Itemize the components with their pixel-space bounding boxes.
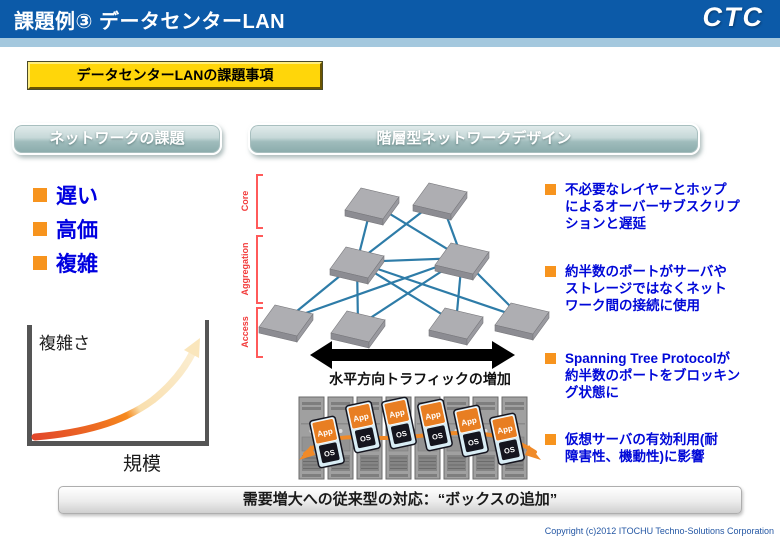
bullet-square-icon [545, 184, 556, 195]
app-label: App [388, 408, 405, 420]
arrow-caption: 水平方向トラフィックの増加 [329, 371, 511, 387]
wave-arrowhead-left-icon [299, 445, 315, 460]
conclusion-banner: 需要増大への従来型の対応：“ボックスの追加” [58, 486, 742, 514]
os-label: OS [395, 429, 407, 440]
chart-y-label: 複雑さ [39, 334, 90, 353]
core-switch-icon [344, 187, 400, 226]
vm-card: App OS [452, 404, 490, 458]
network-links [285, 197, 523, 327]
list-item: 約半数のポートがサーバや ストレージではなくネット ワーク間の接続に使用 [545, 263, 777, 314]
list-item: Spanning Tree Protocolが 約半数のポートをブロッキン グ状… [545, 350, 777, 401]
app-label: App [352, 412, 369, 424]
horizontal-traffic-arrow-icon [310, 341, 515, 369]
os-label: OS [431, 431, 443, 442]
bullet-text: 仮想サーバの有効利用(耐 障害性、機動性)に影響 [565, 432, 718, 464]
list-item: 複雑 [33, 248, 98, 278]
copyright-text: Copyright (c)2012 ITOCHU Techno-Solution… [544, 526, 774, 536]
os-label: OS [467, 437, 479, 448]
bullet-label: 遅い [56, 185, 98, 208]
topic-banner: データセンターLANの課題事項 [28, 62, 322, 89]
access-bracket [256, 307, 263, 358]
curve-arrowhead-icon [184, 338, 200, 358]
ctc-logo: CTC [702, 2, 764, 32]
bullet-label: 複雑 [56, 253, 98, 276]
bullet-square-icon [33, 188, 47, 202]
access-switch-icon [330, 310, 386, 349]
page-title: 課題例③ データセンターLAN [14, 11, 286, 33]
vm-card: App OS [308, 415, 346, 469]
os-label: OS [323, 448, 335, 459]
app-label: App [316, 427, 333, 439]
app-label: App [460, 416, 477, 428]
bullet-square-icon [545, 353, 556, 364]
aggregation-bracket [256, 235, 263, 304]
os-label: OS [503, 445, 515, 456]
bullet-square-icon [33, 222, 47, 236]
vm-card: App OS [488, 412, 526, 466]
bullet-text: 約半数のポートがサーバや ストレージではなくネット ワーク間の接続に使用 [565, 264, 727, 313]
layer-label-access: Access [240, 316, 250, 348]
y-axis [27, 325, 32, 446]
right-border [205, 320, 209, 446]
list-item: 仮想サーバの有効利用(耐 障害性、機動性)に影響 [545, 431, 777, 465]
bullet-text: 不必要なレイヤーとホップ によるオーバーサブスクリプ ションと遅延 [565, 182, 740, 231]
header-accent-strip [0, 38, 780, 47]
layer-label-core: Core [240, 191, 250, 212]
right-panel-header: 階層型ネットワークデザイン [248, 123, 700, 155]
server-racks: App OS App OS App OS App OS App OS App O… [298, 396, 541, 480]
app-label: App [424, 410, 441, 422]
app-label: App [496, 424, 513, 436]
list-item: 遅い [33, 180, 98, 210]
list-item: 不必要なレイヤーとホップ によるオーバーサブスクリプ ションと遅延 [545, 181, 777, 232]
os-label: OS [359, 433, 371, 444]
complexity-chart: 複雑さ 規模 [27, 320, 209, 475]
complexity-curve [31, 348, 197, 441]
core-switch-icon [412, 182, 468, 221]
title-bar: 課題例③ データセンターLAN CTC [0, 0, 780, 38]
bullet-square-icon [545, 266, 556, 277]
wave-arrowhead-right-icon [525, 445, 541, 460]
list-item: 高価 [33, 214, 98, 244]
bullet-text: Spanning Tree Protocolが 約半数のポートをブロッキン グ状… [565, 351, 741, 400]
vm-card: App OS [380, 396, 418, 450]
network-diagram: Core Aggregation Access [240, 174, 550, 369]
bullet-square-icon [545, 434, 556, 445]
vm-card: App OS [416, 398, 454, 452]
core-bracket [256, 174, 263, 229]
x-axis [27, 441, 209, 446]
access-switch-icon [428, 307, 484, 346]
access-switch-icon [494, 302, 550, 341]
aggregation-switch-icon [434, 242, 490, 281]
bullet-square-icon [33, 256, 47, 270]
vm-card: App OS [344, 400, 382, 454]
layer-label-aggregation: Aggregation [240, 243, 250, 296]
bullet-label: 高価 [56, 219, 98, 242]
access-switch-icon [258, 304, 314, 343]
left-panel-header: ネットワークの課題 [12, 123, 222, 155]
chart-x-label: 規模 [123, 453, 161, 475]
